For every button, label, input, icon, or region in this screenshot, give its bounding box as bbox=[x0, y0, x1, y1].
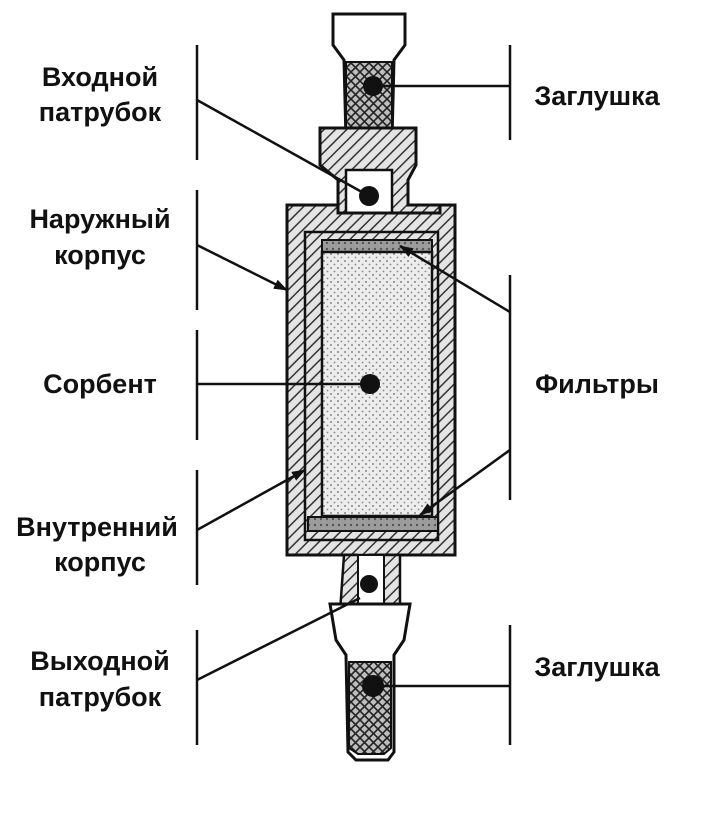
label-inner-body-line1: Внутренний bbox=[16, 512, 178, 542]
leader-filter-bottom bbox=[419, 448, 511, 517]
top-filter bbox=[321, 239, 433, 253]
leader-filter-top bbox=[399, 244, 511, 314]
bottom-filter bbox=[307, 516, 439, 532]
leader-inlet bbox=[196, 98, 370, 198]
bottom-cap bbox=[328, 602, 412, 762]
label-sorbent: Сорбент bbox=[43, 369, 157, 399]
inlet-tube bbox=[318, 126, 442, 215]
label-outlet-line1: Выходной bbox=[30, 646, 170, 676]
leader-inner-body bbox=[196, 468, 306, 532]
label-outlet-line2: патрубок bbox=[39, 682, 162, 712]
label-top-cap: Заглушка bbox=[534, 81, 660, 111]
leader-outer-body bbox=[196, 243, 288, 292]
label-filters: Фильтры bbox=[535, 369, 659, 399]
label-outer-body-line2: корпус bbox=[54, 240, 146, 270]
label-bottom-cap: Заглушка bbox=[534, 652, 660, 682]
label-inlet-line2: патрубок bbox=[39, 97, 162, 127]
label-outer-body-line1: Наружный bbox=[29, 204, 170, 234]
leader-outlet bbox=[196, 596, 361, 682]
top-cap bbox=[331, 12, 407, 142]
leader-lines bbox=[196, 84, 511, 688]
label-inner-body-line2: корпус bbox=[54, 547, 146, 577]
outlet-marker-dot bbox=[360, 575, 378, 593]
label-inlet-line1: Входной bbox=[42, 62, 158, 92]
